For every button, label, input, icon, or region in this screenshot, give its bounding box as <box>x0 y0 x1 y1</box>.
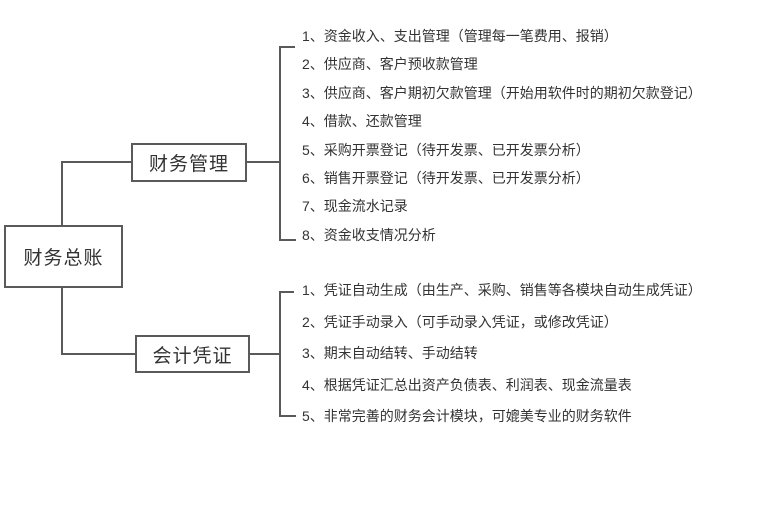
connector-root-to-accounting-voucher <box>61 288 135 355</box>
root-node-general-ledger: 财务总账 <box>4 225 123 288</box>
tree-item: 7、现金流水记录 <box>302 198 408 215</box>
tree-item: 1、凭证自动生成（由生产、采购、销售等各模块自动生成凭证） <box>302 282 702 298</box>
branch-node-accounting-voucher: 会计凭证 <box>135 335 250 373</box>
tree-item: 2、供应商、客户预收款管理 <box>302 56 478 73</box>
bracket-accounting-voucher <box>279 291 296 417</box>
tree-item: 1、资金收入、支出管理（管理每一笔费用、报销） <box>302 28 618 44</box>
branch-node-label: 会计凭证 <box>152 345 233 367</box>
branch-node-label: 财务管理 <box>148 154 229 175</box>
tree-item: 3、供应商、客户期初欠款管理（开始用软件时的期初欠款登记） <box>302 84 702 101</box>
tree-item: 6、销售开票登记（待开发票、已开发票分析） <box>302 169 590 186</box>
tree-item: 5、非常完善的财务会计模块，可媲美专业的财务软件 <box>302 408 632 425</box>
branch-node-finance-management: 财务管理 <box>131 143 247 182</box>
tree-item: 2、凭证手动录入（可手动录入凭证，或修改凭证） <box>302 313 618 330</box>
tree-item: 3、期末自动结转、手动结转 <box>302 345 478 362</box>
tree-item: 4、根据凭证汇总出资产负债表、利润表、现金流量表 <box>302 376 632 393</box>
bracket-finance-management <box>279 46 296 241</box>
tree-item: 5、采购开票登记（待开发票、已开发票分析） <box>302 141 590 158</box>
connector-root-to-finance-management <box>61 161 131 225</box>
accounting-voucher-item-list: 1、凭证自动生成（由生产、采购、销售等各模块自动生成凭证） 2、凭证手动录入（可… <box>302 275 702 433</box>
finance-management-item-list: 1、资金收入、支出管理（管理每一笔费用、报销） 2、供应商、客户预收款管理 3、… <box>302 22 702 249</box>
tree-item: 4、借款、还款管理 <box>302 113 422 130</box>
root-node-label: 财务总账 <box>23 248 104 269</box>
tree-item: 8、资金收支情况分析 <box>302 226 436 243</box>
